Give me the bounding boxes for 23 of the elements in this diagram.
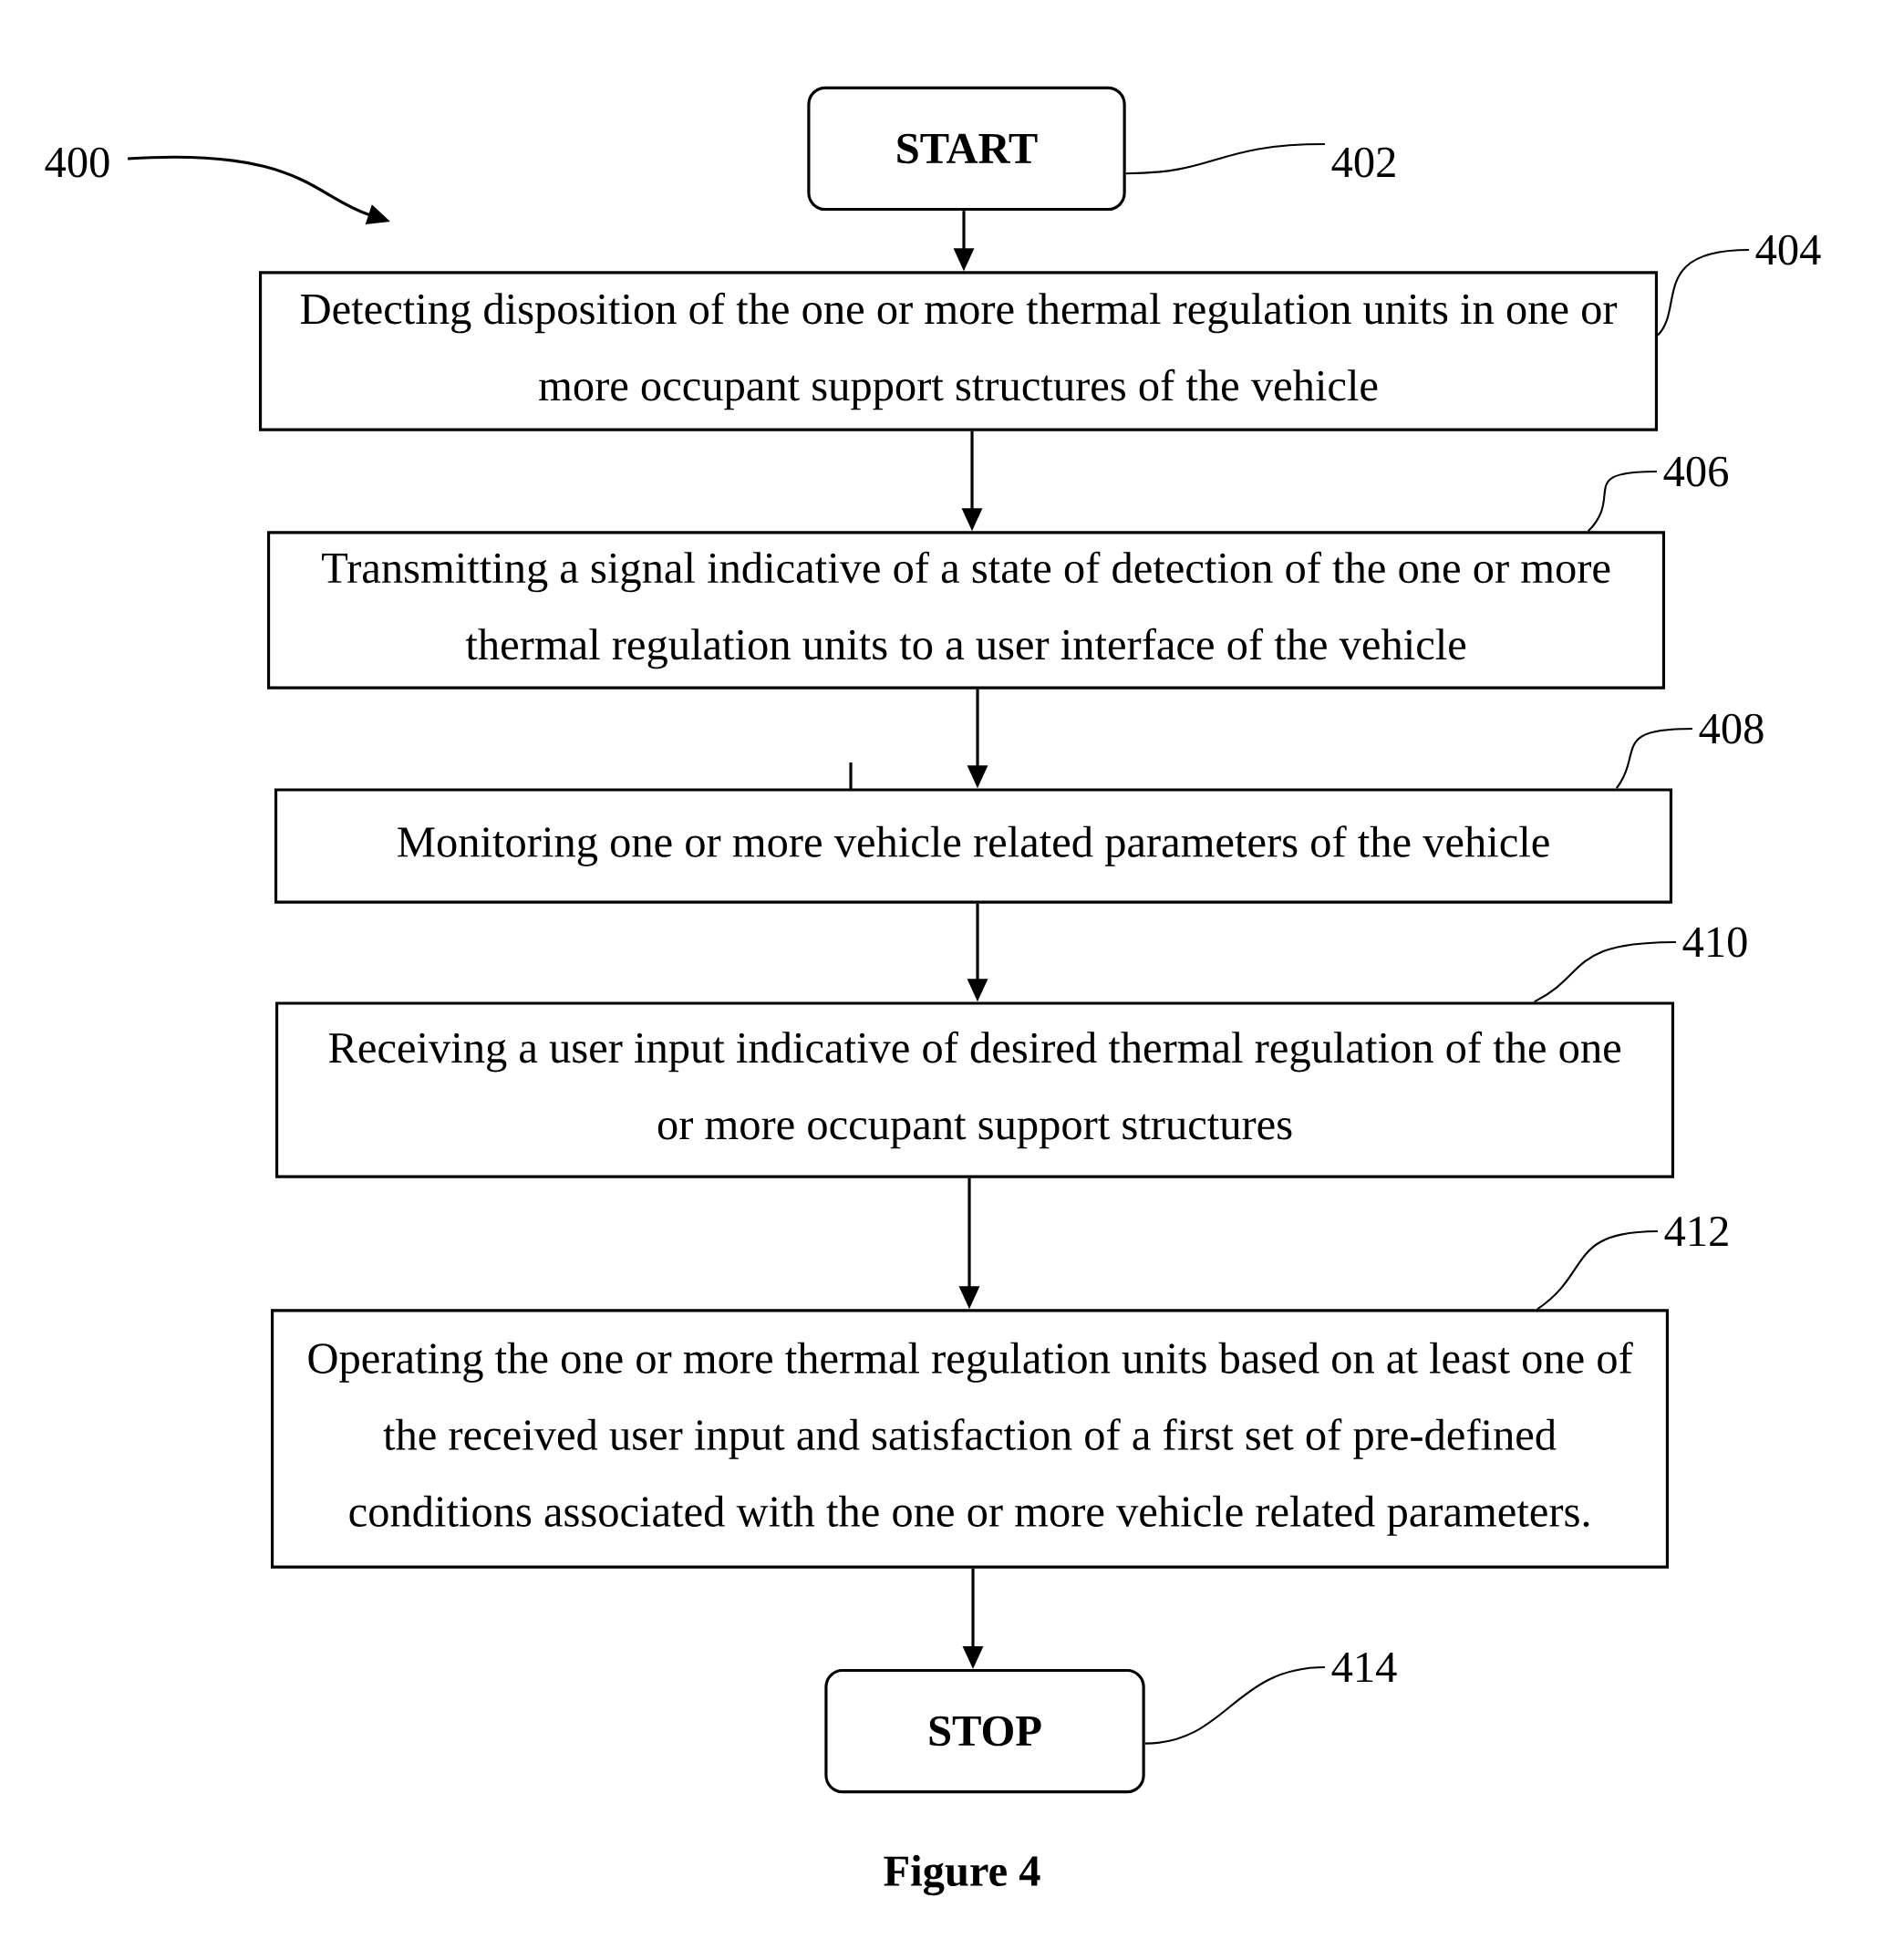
process-box: Monitoring one or more vehicle related parameters of the vehicle [274,788,1673,904]
terminal-box: START [807,86,1126,212]
leader-line [1536,1229,1658,1311]
terminal-box: STOP [824,1668,1145,1794]
reference-numeral: 400 [45,147,109,178]
process-box: Operating the one or more thermal regulation units based on at least one of the received user input and satisfaction of a first set of pre-defined conditions associated with the one or more vehicle related parameters. [271,1309,1670,1569]
leader-line [1125,142,1325,175]
leader-line [1534,940,1676,1003]
leader-line [1615,727,1692,789]
reference-numeral: 414 [1331,1653,1397,1683]
process-box: Receiving a user input indicative of desired thermal regulation of the one or more occupant support structures [275,1001,1675,1178]
reference-numeral: 406 [1663,456,1728,487]
figure-caption: Figure 4 [884,1854,1040,1896]
reference-numeral: 410 [1682,927,1747,958]
reference-numeral: 404 [1755,234,1821,265]
leader-line [1657,248,1749,337]
reference-numeral: 408 [1699,713,1764,744]
reference-numeral: 402 [1331,147,1395,178]
leader-line [1144,1665,1325,1745]
reference-numeral: 412 [1664,1216,1728,1247]
process-box: Detecting disposition of the one or more thermal regulation units in one or more occupant support structures of the vehicle [259,271,1659,431]
process-box: Transmitting a signal indicative of a state of detection of the one or more thermal regulation units to a user interface of the vehicle [267,531,1666,690]
leader-line [1587,470,1657,533]
